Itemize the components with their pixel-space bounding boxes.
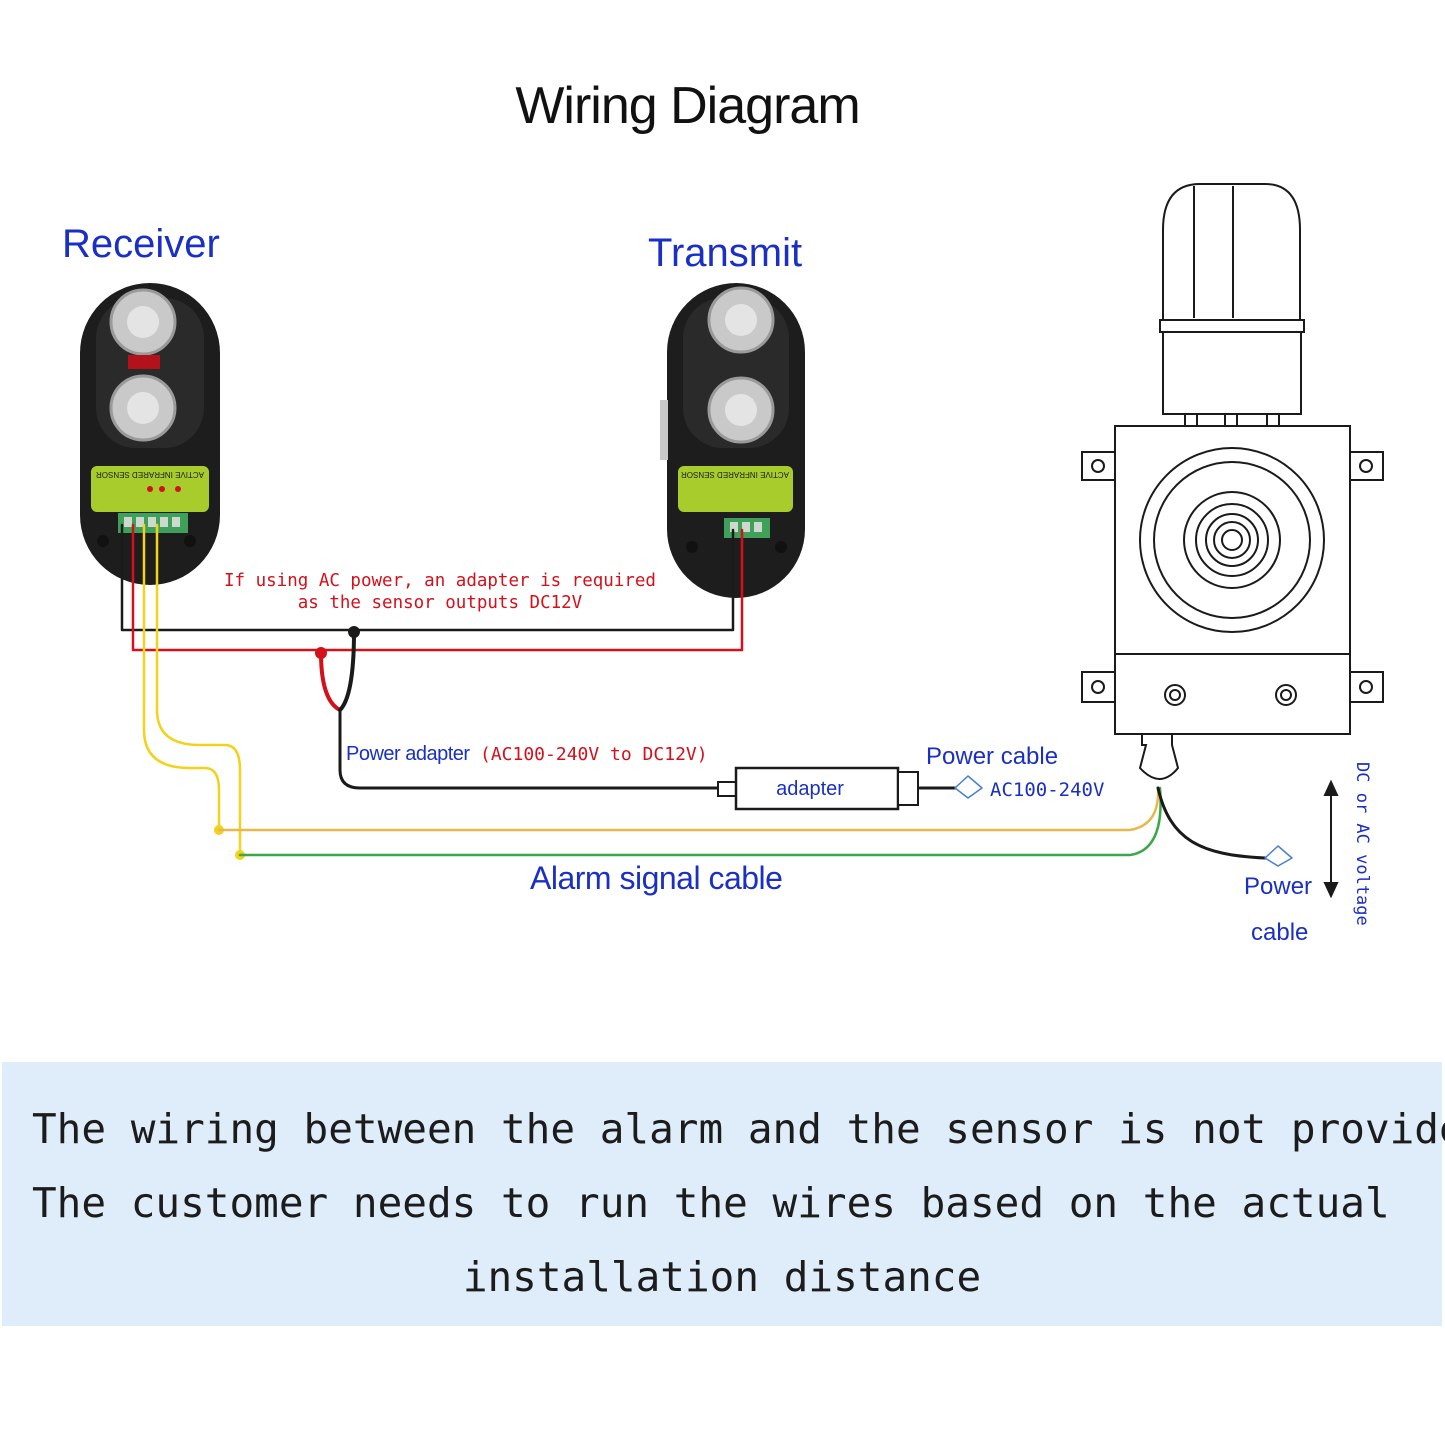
wires	[120, 523, 1293, 867]
alarm-signal-cable-label: Alarm signal cable	[530, 860, 783, 896]
wire-dc-negative	[120, 523, 735, 632]
receiver-sensor: ACTIVE INFRARED SENSOR	[80, 283, 220, 585]
receiver-label: Receiver	[62, 222, 220, 266]
notice-line-1: The wiring between the alarm and the sen…	[32, 1105, 1445, 1153]
transmitter-band-text: ACTIVE INFRARED SENSOR	[681, 470, 789, 479]
ac-note-line1: If using AC power, an adapter is require…	[224, 571, 656, 591]
ac-power-note: If using AC power, an adapter is require…	[180, 570, 700, 614]
siren-power-label: Power	[1244, 873, 1313, 900]
ac-note-line2: as the sensor outputs DC12V	[297, 593, 583, 613]
notice-panel: The wiring between the alarm and the sen…	[2, 1062, 1445, 1326]
adapter-body	[717, 766, 919, 811]
receiver-band-text: ACTIVE INFRARED SENSOR	[96, 470, 204, 479]
wire-alarm-orange	[217, 786, 1160, 832]
siren-cable-gland	[1138, 733, 1180, 780]
adapter-label: adapter	[776, 778, 844, 800]
ac-range-label: AC100-240V	[990, 779, 1105, 801]
wire-adapter-dc	[338, 708, 722, 790]
wire-signal-yellow-1	[142, 523, 221, 832]
alarm-siren	[1081, 183, 1384, 780]
wire-dc-positive	[131, 523, 744, 652]
notice-line-2: The customer needs to run the wires base…	[32, 1179, 1390, 1227]
power-adapter-label: Power adapter	[346, 743, 470, 765]
siren-cable-label: cable	[1251, 919, 1309, 946]
siren-dome	[1162, 183, 1301, 321]
wire-adapter-red	[319, 651, 342, 712]
voltage-label: DC or AC voltage	[1352, 762, 1372, 926]
power-cable-label: Power cable	[926, 743, 1059, 770]
voltage-arrow	[1323, 779, 1339, 899]
wire-adapter-black	[338, 630, 356, 712]
wire-alarm-power	[1156, 786, 1267, 860]
transmit-label: Transmit	[648, 231, 803, 275]
transmitter-sensor: ACTIVE INFRARED SENSOR	[660, 283, 805, 598]
power-adapter-range: (AC100-240V to DC12V)	[480, 744, 708, 765]
page-title: Wiring Diagram	[515, 77, 860, 135]
wire-signal-yellow-2	[155, 523, 242, 857]
notice-line-3: installation distance	[462, 1253, 982, 1301]
transmitter-green-band	[678, 466, 793, 512]
